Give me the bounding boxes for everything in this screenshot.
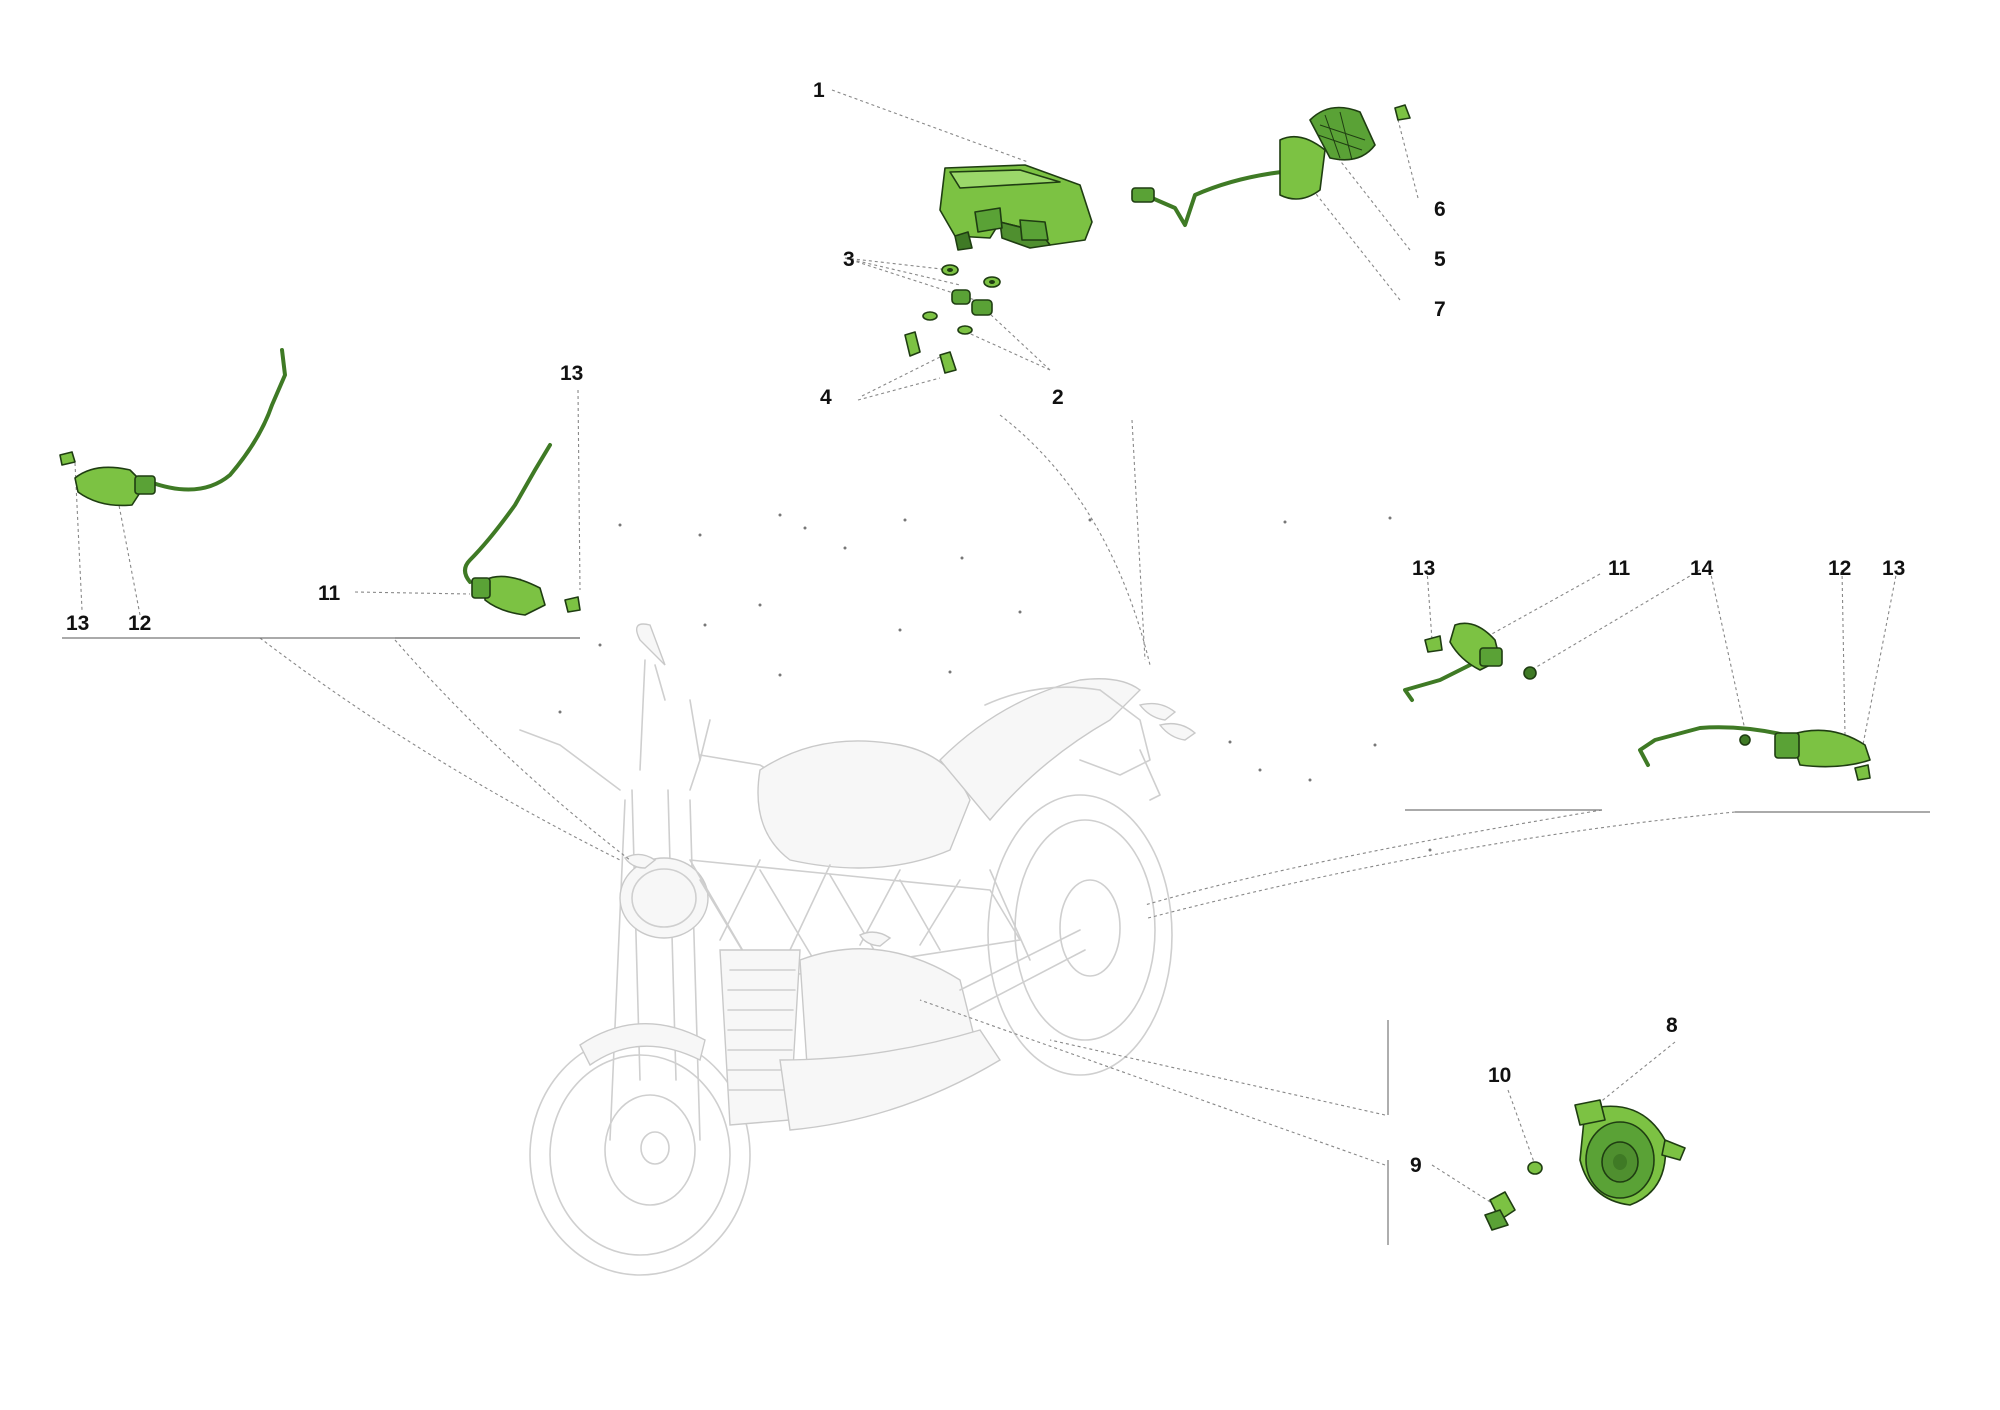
callout-11-left: 11 bbox=[318, 582, 341, 605]
callout-6: 6 bbox=[1434, 198, 1446, 221]
callout-2: 2 bbox=[1052, 386, 1064, 409]
motorcycle-outline bbox=[519, 623, 1197, 1276]
grommet-right bbox=[971, 299, 993, 316]
callout-12-left: 12 bbox=[128, 612, 151, 635]
callout-11-right: 11 bbox=[1608, 557, 1631, 580]
washer-lower-left bbox=[922, 311, 938, 321]
horn[interactable] bbox=[1574, 1099, 1686, 1206]
callout-5: 5 bbox=[1434, 248, 1446, 271]
callout-4: 4 bbox=[820, 386, 832, 409]
screw-left bbox=[904, 331, 921, 357]
indicator-screw-rear-right bbox=[1854, 764, 1871, 781]
callout-9: 9 bbox=[1410, 1154, 1422, 1177]
washer-upper-right bbox=[983, 276, 1001, 288]
washer-lower-right bbox=[957, 325, 973, 335]
callout-1: 1 bbox=[813, 79, 825, 102]
screw-right bbox=[939, 351, 957, 374]
guide-dots bbox=[518, 513, 1432, 852]
callout-12-right: 12 bbox=[1828, 557, 1851, 580]
turn-indicator-rear-left[interactable] bbox=[1403, 622, 1503, 702]
grommet-14 bbox=[1523, 666, 1537, 680]
license-plate-light-cable[interactable] bbox=[1131, 168, 1302, 227]
indicator-screw-left bbox=[59, 451, 76, 466]
license-plate-light-screw bbox=[1394, 104, 1411, 121]
callout-3: 3 bbox=[843, 248, 855, 271]
callout-13-right-a: 13 bbox=[1412, 557, 1435, 580]
callout-13-left-top: 13 bbox=[560, 362, 583, 385]
horn-bolt bbox=[1484, 1191, 1516, 1231]
callout-8: 8 bbox=[1666, 1014, 1678, 1037]
callout-13-right-b: 13 bbox=[1882, 557, 1905, 580]
callout-7: 7 bbox=[1434, 298, 1446, 321]
callout-labels: 1 3 4 2 6 5 7 13 11 13 12 13 11 14 12 13… bbox=[66, 79, 1905, 1177]
indicator-screw-rear-left bbox=[1424, 635, 1443, 653]
turn-indicator-rear-right[interactable] bbox=[1638, 725, 1871, 768]
turn-indicator-front-right[interactable] bbox=[463, 443, 552, 616]
turn-indicator-front-left[interactable] bbox=[74, 348, 287, 507]
callout-10: 10 bbox=[1488, 1064, 1511, 1087]
license-plate-light-lens bbox=[1309, 106, 1376, 161]
washer-upper-left bbox=[941, 264, 959, 276]
tail-light-assembly[interactable] bbox=[939, 164, 1093, 251]
indicator-screw-center bbox=[564, 596, 581, 613]
horn-washer bbox=[1527, 1161, 1543, 1175]
callout-13-left-bottom: 13 bbox=[66, 612, 89, 635]
license-plate-light-bracket bbox=[1279, 135, 1326, 200]
callout-14: 14 bbox=[1690, 557, 1714, 580]
separator-lines bbox=[62, 637, 1930, 1245]
grommet-left bbox=[951, 289, 971, 305]
